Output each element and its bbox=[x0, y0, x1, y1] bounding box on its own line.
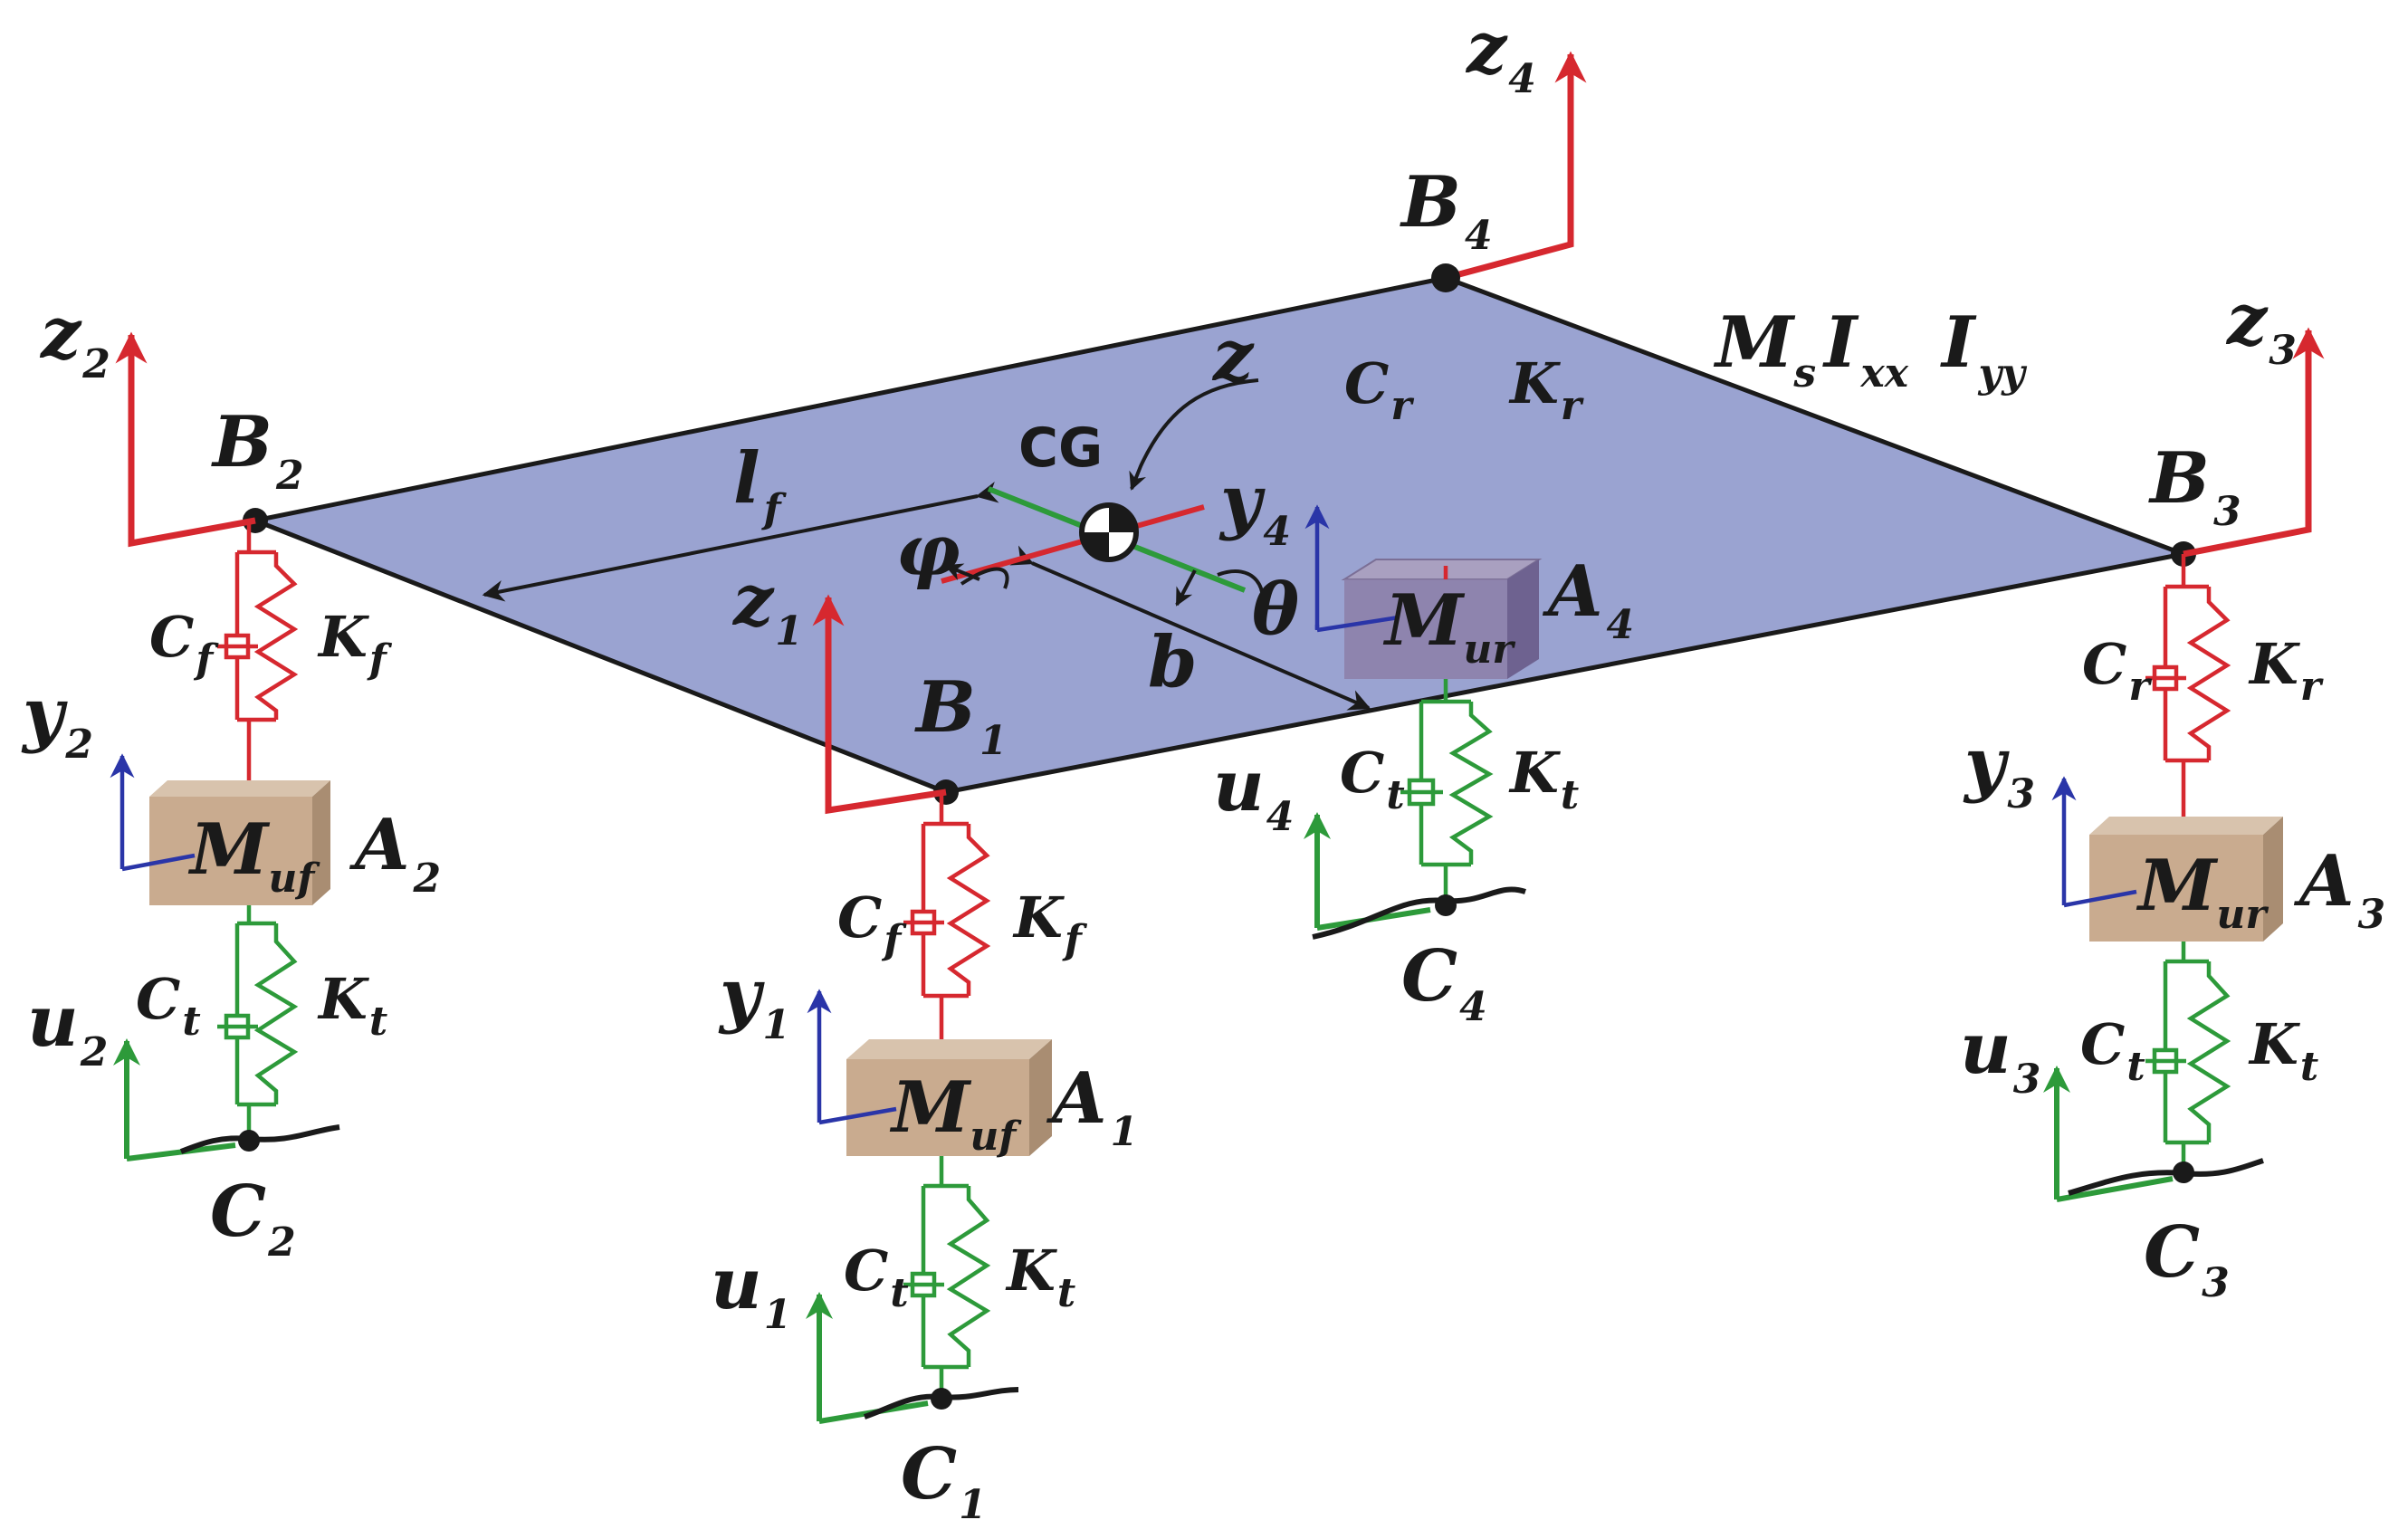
C2-label: C2 bbox=[210, 1171, 296, 1266]
Kt2-label: Kt bbox=[317, 966, 387, 1045]
Kf2-label: Kf bbox=[317, 604, 393, 683]
point-B4 bbox=[1431, 263, 1460, 292]
z3-axis-arrow bbox=[2183, 327, 2325, 558]
ixx-label: Ixx bbox=[1822, 301, 1909, 397]
z4-label: z4 bbox=[1465, 7, 1536, 102]
contact-point-4 bbox=[1435, 894, 1457, 916]
C4-label: C4 bbox=[1401, 935, 1487, 1030]
z1-label: z1 bbox=[731, 559, 803, 655]
B3-label: B3 bbox=[2148, 437, 2241, 535]
Cr4-label: Cr bbox=[1344, 350, 1414, 429]
Ct4-label: Ct bbox=[1340, 740, 1405, 818]
z2-label: z2 bbox=[39, 292, 110, 387]
z3-label: z3 bbox=[2225, 279, 2297, 374]
u3-label: u3 bbox=[1960, 1008, 2040, 1103]
Cr3-label: Cr bbox=[2082, 631, 2152, 710]
cg-label: CG bbox=[1018, 416, 1103, 480]
Muf2-label: Muf bbox=[187, 808, 320, 902]
phi-rotation-arrow bbox=[944, 563, 980, 581]
z-label: z bbox=[1211, 315, 1255, 397]
theta-rotation-curve bbox=[1217, 569, 1265, 621]
Cf1-label: Cf bbox=[837, 884, 907, 963]
Ct1-label: Ct bbox=[844, 1238, 909, 1316]
Ct2-label: Ct bbox=[136, 966, 201, 1045]
A3-label: A3 bbox=[2293, 840, 2385, 938]
u4-label: u4 bbox=[1213, 745, 1294, 840]
b-label: b bbox=[1148, 621, 1198, 703]
B4-label: B4 bbox=[1400, 161, 1493, 259]
theta-label: θ bbox=[1252, 569, 1299, 651]
y1-label: y1 bbox=[718, 953, 790, 1048]
z2-axis-arrow bbox=[115, 331, 256, 548]
road-profile-3 bbox=[2068, 1158, 2264, 1196]
C1-label: C1 bbox=[901, 1433, 987, 1528]
iyy-label: Iyy bbox=[1940, 301, 2028, 397]
Kt4-label: Kt bbox=[1508, 740, 1579, 818]
Kt1-label: Kt bbox=[1005, 1238, 1075, 1316]
Ct3-label: Ct bbox=[2080, 1011, 2145, 1090]
C3-label: C3 bbox=[2144, 1211, 2230, 1306]
body-geometry bbox=[482, 378, 1371, 711]
B2-label: B2 bbox=[211, 401, 304, 499]
A1-label: A1 bbox=[1046, 1057, 1138, 1155]
cg-marker bbox=[1079, 502, 1139, 562]
y3-label: y3 bbox=[1963, 722, 2035, 817]
z-pointer-arrow bbox=[1129, 378, 1259, 491]
z1-axis-arrow bbox=[812, 594, 947, 815]
b-dimension-arrow bbox=[1009, 545, 1371, 711]
contact-point-3 bbox=[2173, 1161, 2194, 1183]
A2-label: A2 bbox=[349, 804, 441, 902]
y2-label: y2 bbox=[21, 673, 93, 768]
lf-dimension-arrow bbox=[482, 481, 999, 602]
Kr4-label: Kr bbox=[1508, 350, 1584, 429]
z4-axis-arrow bbox=[1445, 51, 1587, 282]
tire-spring-4 bbox=[1304, 699, 1526, 940]
phi-label: φ bbox=[896, 510, 960, 592]
B1-label: B1 bbox=[914, 666, 1008, 764]
Kf1-label: Kf bbox=[1012, 884, 1088, 963]
contact-point-1 bbox=[931, 1388, 952, 1410]
u2-label: u2 bbox=[27, 980, 108, 1075]
Cf2-label: Cf bbox=[149, 604, 219, 683]
contact-point-2 bbox=[238, 1130, 260, 1152]
corner-1 bbox=[806, 594, 1052, 1424]
corner-3 bbox=[2043, 327, 2325, 1202]
Mur4-label: Mur bbox=[1382, 579, 1515, 673]
Mur3-label: Mur bbox=[2136, 845, 2269, 938]
sprung-mass-label: Ms bbox=[1713, 301, 1816, 397]
Muf1-label: Muf bbox=[889, 1066, 1022, 1160]
y4-label: y4 bbox=[1218, 460, 1291, 555]
Kt3-label: Kt bbox=[2248, 1011, 2318, 1090]
theta-rotation-arrow bbox=[1175, 569, 1197, 607]
roll-axis bbox=[941, 504, 1205, 584]
unsprung-mass-4 bbox=[1304, 504, 1543, 702]
u1-label: u1 bbox=[711, 1243, 791, 1338]
Kr3-label: Kr bbox=[2248, 631, 2324, 710]
A4-label: A4 bbox=[1542, 550, 1634, 648]
corner-2 bbox=[110, 331, 340, 1161]
